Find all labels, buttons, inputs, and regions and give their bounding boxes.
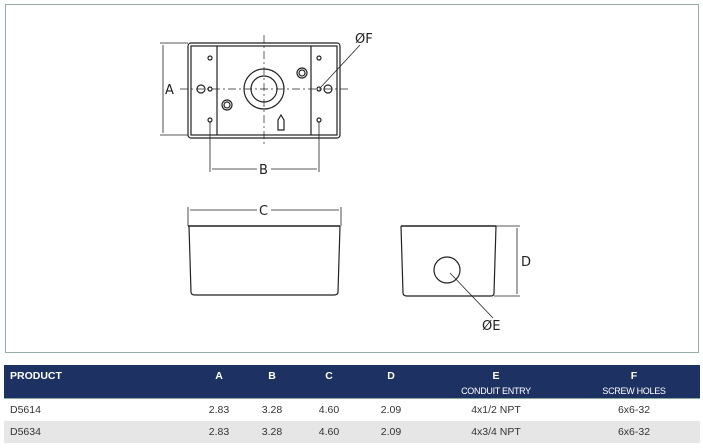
dim-label-c: C [259,204,268,219]
cell-f: 6x6-32 [617,426,651,438]
cell-d: 2.09 [380,426,402,438]
header-f-title: F [630,370,638,382]
header-b: B [268,370,276,382]
table-row: D5634 2.83 3.28 4.60 2.09 4x3/4 NPT 6x6-… [4,421,700,443]
dim-label-a: A [165,83,174,98]
table-row: D5614 2.83 3.28 4.60 2.09 4x1/2 NPT 6x6-… [4,399,700,421]
cell-product: D5634 [10,426,41,438]
product-table: PRODUCT A B C D E CONDUIT ENTRY F SCREW HO… [4,365,700,443]
side-view [400,225,520,319]
cell-c: 4.60 [318,404,340,416]
dim-label-e: ØE [482,319,500,334]
header-a: A [215,370,223,382]
cell-e: 4x3/4 NPT [471,426,521,438]
cell-d: 2.09 [380,404,402,416]
header-e: E CONDUIT ENTRY [461,370,531,396]
drawing-panel [5,4,699,353]
header-e-title: E [492,370,500,382]
header-product: PRODUCT [10,370,62,382]
header-f: F SCREW HOLES [602,370,666,396]
header-e-sub: CONDUIT ENTRY [461,386,531,396]
dim-label-f: ØF [355,32,373,47]
header-f-sub: SCREW HOLES [602,386,666,396]
technical-drawing: A B C D ØE ØF [160,32,531,334]
table-header: PRODUCT A B C D E CONDUIT ENTRY F SCREW HO… [4,365,700,399]
dim-label-b: B [259,163,268,178]
cell-a: 2.83 [208,404,230,416]
cell-a: 2.83 [208,426,230,438]
cell-f: 6x6-32 [617,404,651,416]
dim-label-d: D [521,255,531,270]
top-view [160,35,361,172]
cell-c: 4.60 [318,426,340,438]
header-d: D [387,370,395,382]
front-view [187,207,342,296]
cell-b: 3.28 [261,404,283,416]
cell-e: 4x1/2 NPT [471,404,521,416]
cell-b: 3.28 [261,426,283,438]
cell-product: D5614 [10,404,41,416]
header-c: C [325,370,333,382]
